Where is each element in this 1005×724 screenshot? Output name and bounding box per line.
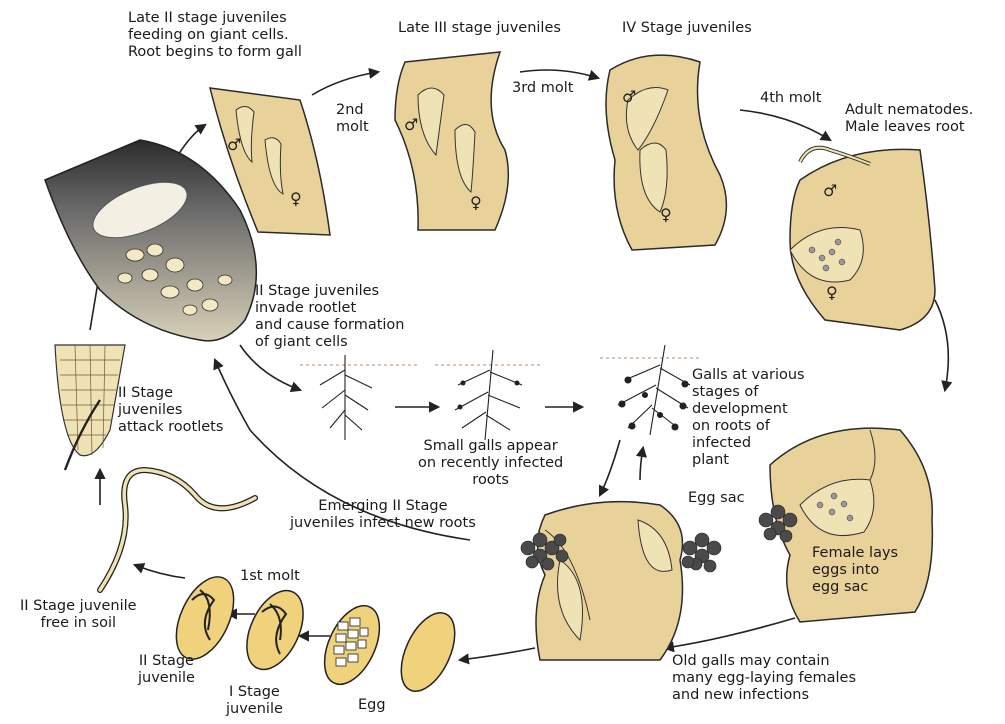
arrow-to-old-galls bbox=[665, 618, 795, 648]
arrow-adult-to-female bbox=[935, 300, 948, 390]
male-symbol-iii: ♂ bbox=[404, 115, 418, 134]
label-old-galls: Old galls may contain many egg-laying fe… bbox=[672, 653, 856, 704]
gall-old-infections bbox=[521, 502, 721, 660]
gall-iv-stage: ♂ ♀ bbox=[606, 55, 726, 250]
label-iv-stage: IV Stage juveniles bbox=[622, 20, 752, 37]
label-late-iii-stage: Late III stage juveniles bbox=[398, 20, 561, 37]
label-4th-molt: 4th molt bbox=[760, 90, 821, 107]
male-symbol-adult: ♂ bbox=[823, 181, 837, 200]
label-3rd-molt: 3rd molt bbox=[512, 80, 573, 97]
gall-adult: ♂ ♀ bbox=[790, 148, 935, 330]
dividing-egg bbox=[313, 597, 390, 693]
female-symbol-iii: ♀ bbox=[470, 193, 482, 212]
egg-mass-right bbox=[682, 533, 721, 572]
label-egg-sac: Egg sac bbox=[688, 490, 745, 507]
arrow-2nd-molt bbox=[312, 72, 378, 95]
eggs-row bbox=[165, 568, 466, 699]
female-symbol-adult: ♀ bbox=[826, 283, 838, 302]
label-late-ii-stage: Late II stage juveniles feeding on giant… bbox=[128, 10, 302, 61]
i-stage-egg bbox=[235, 582, 314, 678]
arrow-old-gall-to-roots3 bbox=[640, 448, 643, 480]
label-small-galls: Small galls appear on recently infected … bbox=[418, 438, 563, 489]
label-i-stage-juvenile: I Stage juvenile bbox=[226, 684, 283, 718]
gall-late-iii: ♂ ♀ bbox=[395, 52, 508, 230]
female-symbol: ♀ bbox=[290, 189, 302, 208]
arrow-roots3-to-old-gall bbox=[600, 440, 620, 495]
free-juvenile-worm bbox=[100, 470, 255, 590]
arrow-root-to-roots1 bbox=[240, 345, 300, 390]
rootlet-attack bbox=[55, 345, 125, 470]
label-2nd-molt: 2nd molt bbox=[336, 102, 369, 136]
label-attack-rootlets: II Stage juveniles attack rootlets bbox=[118, 385, 223, 436]
arrow-3rd-molt bbox=[520, 70, 598, 78]
label-adult-nematodes: Adult nematodes. Male leaves root bbox=[845, 102, 973, 136]
label-emerging-juveniles: Emerging II Stage juveniles infect new r… bbox=[290, 498, 476, 532]
arrow-4th-molt bbox=[740, 110, 830, 140]
label-galls-various: Galls at various stages of development o… bbox=[692, 367, 805, 469]
male-symbol-iv: ♂ bbox=[622, 87, 636, 106]
label-invade-rootlet: II Stage juveniles invade rootlet and ca… bbox=[255, 283, 405, 351]
label-1st-molt: 1st molt bbox=[240, 568, 300, 585]
root-systems bbox=[300, 345, 700, 440]
label-free-in-soil: II Stage juvenile free in soil bbox=[20, 598, 137, 632]
egg-single bbox=[390, 605, 465, 700]
root-tip-illustration bbox=[45, 140, 256, 341]
female-symbol-iv: ♀ bbox=[660, 205, 672, 224]
arrow-to-egg bbox=[460, 648, 535, 660]
roots-healthy bbox=[320, 355, 372, 440]
label-ii-stage-juvenile: II Stage juvenile bbox=[138, 653, 195, 687]
arrow-ii-stage-to-free bbox=[135, 565, 185, 578]
roots-small-galls bbox=[455, 350, 522, 440]
label-egg: Egg bbox=[358, 697, 386, 714]
label-female-lays: Female lays eggs into egg sac bbox=[812, 545, 898, 596]
male-symbol: ♂ bbox=[227, 135, 241, 154]
